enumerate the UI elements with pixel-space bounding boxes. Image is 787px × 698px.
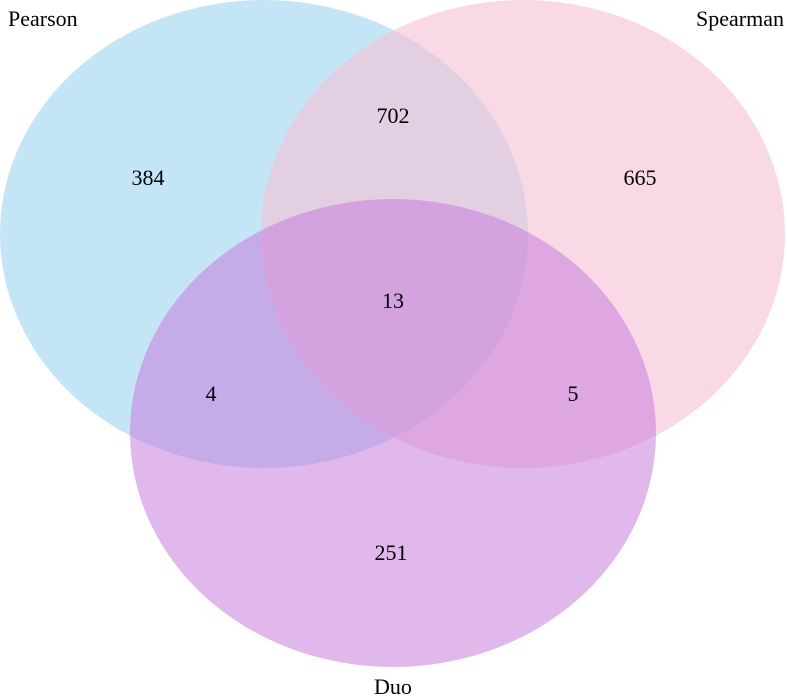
duo-set-label: Duo: [374, 674, 412, 698]
spearman-set-label: Spearman: [696, 6, 784, 31]
pearson-set-label: Pearson: [8, 6, 78, 31]
count-pearson-spearman: 702: [377, 103, 410, 128]
count-spearman-only: 665: [624, 165, 657, 190]
count-all-three: 13: [382, 288, 404, 313]
duo-set-ellipse: [130, 199, 656, 667]
count-pearson-duo: 4: [206, 381, 217, 406]
count-spearman-duo: 5: [568, 381, 579, 406]
count-pearson-only: 384: [132, 165, 165, 190]
count-duo-only: 251: [375, 540, 408, 565]
